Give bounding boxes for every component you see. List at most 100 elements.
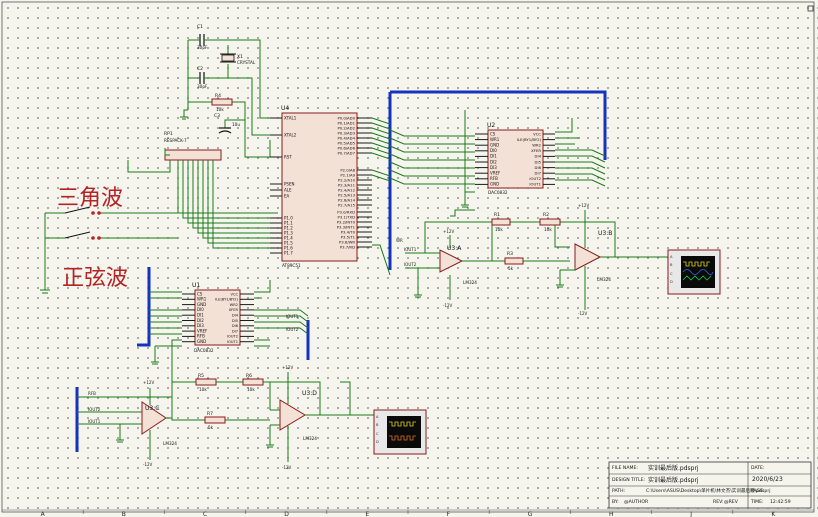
r2-value: 10k <box>544 227 552 232</box>
scope1-ch-b: B <box>670 263 673 267</box>
resistor-r6: R6 10k <box>242 373 264 392</box>
title-block: FILE NAME: 实训最后版.pdsprj DESIGN TITLE: 实训… <box>608 461 812 509</box>
x1-value: CRYSTAL <box>237 60 256 65</box>
resistor-r7: R7 5k <box>204 411 226 430</box>
r4-value: 10k <box>216 107 224 112</box>
sheet-corner-marker <box>807 5 814 12</box>
u1-right-label: WR2 <box>230 303 238 307</box>
opamp-u3c-stage: U3:C LM324 +12V -12V RFB IOUT2 IOUT1 <box>77 380 270 467</box>
resistor-r3: R3 5k <box>504 251 524 271</box>
r6-ref: R6 <box>246 373 252 379</box>
r4-ref: R4 <box>215 93 221 99</box>
u4-right-pin-label: P2.4/A12 <box>338 187 356 192</box>
r5-ref: R5 <box>198 373 204 379</box>
u4-bus-entries <box>371 117 391 276</box>
tb-file-name-label: FILE NAME: <box>612 465 638 471</box>
u4-left-pin-label: RST <box>284 154 292 159</box>
u3d-vpos: +12V <box>282 365 293 370</box>
u3c-value: LM324 <box>163 441 177 446</box>
u1-ref: U1 <box>192 282 200 289</box>
opamp-u3d-stage: U3:D LM324 +12V -12V <box>216 365 375 470</box>
capacitor-c3: C3 10u <box>214 113 240 134</box>
u2-left-label: GND <box>490 143 499 148</box>
u4-right-pin-label: P2.6/A14 <box>338 197 356 202</box>
u2-left-label: CS <box>490 131 496 136</box>
u3c-vpos: +12V <box>143 380 154 385</box>
u3a-triangle <box>439 249 464 273</box>
u2-right-label: IOUT1 <box>529 182 541 187</box>
u1-right-label: DI5 <box>232 319 238 323</box>
resistor-r5: R5 10k <box>195 373 217 392</box>
tb-design-title-label: DESIGN TITLE: <box>612 477 646 483</box>
u1-value: DAC0832 <box>194 348 214 353</box>
u4-right-pin-label: P3.6/WR <box>339 239 355 244</box>
u4-right-pin-label: P3.1/TXD <box>338 214 356 219</box>
ruler-label: J <box>689 511 692 517</box>
u4-value: AT89C51 <box>282 263 301 268</box>
u4-left-pin-label: P1.5 <box>284 240 293 245</box>
u1-left-label: DI3 <box>197 323 204 328</box>
u3a-vpos: +12V <box>443 229 454 234</box>
u3a-value: LM324 <box>463 280 477 285</box>
dac-u1: U1 DAC0832 CSWR1GNDDI0DI1DI2DI3VREFRFBGN… <box>182 282 254 353</box>
u1-right-label: VCC <box>231 292 239 296</box>
scope1-ch-a: A <box>670 255 673 259</box>
tb-page-label: PAGE: <box>751 488 765 494</box>
c2-ref: C2 <box>197 66 203 72</box>
u3c-ref: U3:C <box>145 405 159 412</box>
u2-right-label: VCC <box>533 131 541 136</box>
label-sine-wave: 正弦波 <box>62 266 128 291</box>
u4-right-pin-label: P3.0/RXD <box>337 209 355 214</box>
u4-right-pin-label: P3.7/RD <box>340 244 355 249</box>
u2-right-label: DI6 <box>535 165 542 170</box>
tb-path: C:\Users\ASUS\Desktop\单片机\林文杰\实训最后版.pdsp… <box>646 487 771 494</box>
u1-left-label: DI0 <box>197 307 204 312</box>
u1-right-label: DI4 <box>232 314 239 318</box>
u4-right-pin-label: P3.5/T1 <box>341 234 356 239</box>
rp1-value: RESPACK-7 <box>164 138 187 143</box>
r2-ref: R2 <box>543 212 549 218</box>
u4-left-pin-label: P1.7 <box>284 250 293 255</box>
tb-time-label: TIME: <box>750 499 764 505</box>
switch-contact-1 <box>91 211 95 215</box>
bus-top <box>390 90 607 160</box>
scope2-ch-a: A <box>376 415 379 419</box>
u2-left-label: WR1 <box>490 137 500 142</box>
u2-left-label: DI0 <box>490 148 497 153</box>
capacitor-c2: C2 30pF <box>195 66 210 89</box>
tb-rev: @REV <box>724 499 739 505</box>
opamp-u3a-stage: U3:A LM324 +12V -12V IOUT1 IOUT2 WR <box>396 221 616 308</box>
c1-value: 30pF <box>197 45 208 50</box>
u2-wiring <box>389 110 606 217</box>
u1-left-label: GND <box>197 302 206 307</box>
u4-right-pin-label: P2.0/A8 <box>340 167 355 172</box>
u2-right-label: DI4 <box>535 154 542 159</box>
u2-right-label: DI5 <box>535 159 542 164</box>
u4-right-pin-label: P0.4/AD4 <box>337 135 355 140</box>
u3c-triangle <box>141 401 167 435</box>
u1-left-label: GND <box>197 339 206 344</box>
u4-right-pin-label: P2.1/A9 <box>340 172 355 177</box>
scope2-ch-b: B <box>376 423 379 427</box>
ruler-label: D <box>284 511 289 517</box>
u3d-ref: U3:D <box>302 390 317 397</box>
tb-date: 2020/6/23 <box>752 476 783 483</box>
net-wr: WR <box>396 238 403 243</box>
u1-right-label: DI7 <box>232 329 238 333</box>
r7-ref: R7 <box>207 411 213 417</box>
resistor-r4: R4 10k <box>211 93 233 112</box>
u4-right-pin-label: P2.7/A15 <box>338 202 356 207</box>
u3b-value: LM324 <box>597 277 611 282</box>
c2-value: 30pF <box>197 84 208 89</box>
u2-ref: U2 <box>487 122 495 129</box>
u1-right-label: IOUT2 <box>227 335 238 339</box>
net-iout2-b: IOUT2 <box>286 327 299 332</box>
u4-right-pin-label: P2.5/A13 <box>338 192 356 197</box>
scope1-screen <box>681 256 715 288</box>
u2-left-label: RFB <box>490 176 498 181</box>
tb-author: @AUTHOR <box>624 499 649 505</box>
u3a-vneg: -12V <box>443 303 453 308</box>
u4-right-pin-label: P3.2/INT0 <box>337 219 356 224</box>
